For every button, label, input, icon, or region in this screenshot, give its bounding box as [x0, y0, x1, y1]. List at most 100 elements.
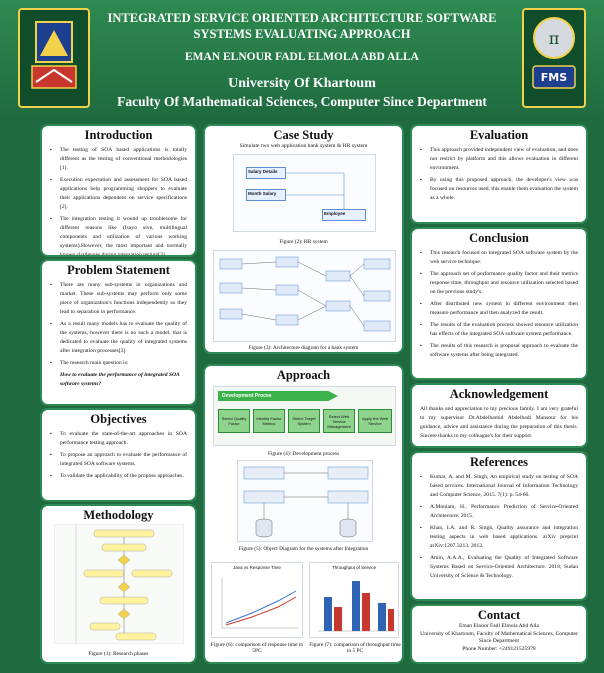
object-diagram [243, 466, 369, 538]
object-diagram-figure [237, 460, 373, 542]
problem-list: There are many sub-systems in organizati… [42, 278, 195, 368]
list-item: Khan, I.A. and R. Singh, Quality assuran… [420, 524, 578, 551]
development-process-figure: Development Proces Select Quality Factor… [213, 386, 396, 446]
references-title: References [469, 455, 529, 469]
bar [334, 607, 342, 631]
list-item: As a result many models has to evaluate … [50, 320, 187, 356]
hr-box-salary-details: Salary Details [246, 167, 286, 179]
methodology-title: Methodology [83, 508, 154, 522]
objectives-title: Objectives [90, 412, 147, 426]
hr-system-figure: Salary Details Month Salary Employee [233, 154, 376, 232]
bar [388, 609, 394, 631]
figure-7-caption: Figure (7): comparison of throughput tim… [309, 642, 401, 654]
list-item: This research focused on integrated SOA … [420, 249, 578, 267]
chart-6-title: Java vs Response Time [233, 565, 281, 570]
bar [378, 603, 386, 631]
objectives-list: To evaluate the state-of-the-art approac… [42, 427, 195, 481]
bar [362, 593, 370, 631]
university-crest-icon [31, 21, 77, 89]
contact-affiliation: University of Khartoum, Faculty of Mathe… [420, 630, 578, 645]
list-item: To evaluate the state-of-the-art approac… [50, 430, 187, 448]
acknowledgement-panel: Acknowledgement All thanks and appreciat… [410, 383, 588, 448]
list-item: There are many sub-systems in organizati… [50, 281, 187, 317]
introduction-title: Introduction [84, 128, 153, 142]
faculty-crest-icon: π FMS [532, 17, 576, 89]
contact-panel: Contact Eman Elnour Fadl Elmola Abd Alla… [410, 604, 588, 664]
list-item: The research main question is: [50, 359, 187, 368]
bar [324, 597, 332, 631]
list-item: The testing of SOA based applications is… [50, 146, 187, 173]
list-item: Kumar, A. and M. Singh, An empirical stu… [420, 473, 578, 500]
faculty-name: Faculty Of Mathematical Sciences, Comput… [117, 94, 487, 109]
references-list: Kumar, A. and M. Singh, An empirical stu… [412, 470, 586, 581]
response-time-plot [221, 578, 298, 629]
poster-header: π FMS INTEGRATED SERVICE ORIENTED ARCHIT… [0, 0, 604, 118]
evaluation-panel: Evaluation This approach provided indepe… [410, 124, 588, 224]
bank-architecture-diagram [219, 256, 391, 332]
methodology-panel: Methodology Figure (1): Research phases [40, 504, 197, 664]
response-time-line-a [225, 590, 297, 624]
throughput-chart: Throughput of Service [309, 562, 399, 638]
list-item: Execution expectation and assessment for… [50, 176, 187, 212]
list-item: The results of the evaluation process sh… [420, 321, 578, 339]
acknowledgement-text: All thanks and appreciation to my precio… [420, 406, 578, 439]
list-item: Amin, A.A.A., Evaluating the Quality of … [420, 554, 578, 581]
list-item: A.Moniam, H., Performance Prediction of … [420, 503, 578, 521]
contact-phone: Phone Number: +249121525978 [462, 645, 536, 652]
faculty-logo-right: π FMS [522, 8, 586, 108]
case-study-subtitle: Simulate two web application bank system… [239, 143, 368, 149]
contact-title: Contact [477, 608, 521, 622]
list-item: This approach provided independent view … [420, 146, 578, 173]
evaluation-list: This approach provided independent view … [412, 143, 586, 203]
references-panel: References Kumar, A. and M. Singh, An em… [410, 451, 588, 601]
faculty-logo-text: FMS [541, 71, 567, 84]
approach-title: Approach [276, 368, 331, 382]
evaluation-title: Evaluation [469, 128, 529, 142]
case-study-title: Case Study [273, 128, 334, 142]
process-header: Development Proces [218, 391, 338, 401]
case-study-panel: Case Study Simulate two web application … [203, 124, 404, 354]
acknowledgement-title: Acknowledgement [449, 387, 549, 401]
introduction-panel: Introduction The testing of SOA based ap… [40, 124, 197, 257]
introduction-list: The testing of SOA based applications is… [42, 143, 195, 255]
research-phases-diagram [54, 524, 184, 644]
conclusion-title: Conclusion [469, 231, 529, 245]
figure-3-caption: Figure (3): Architecture diagram for a b… [248, 345, 359, 351]
process-step: Identify Factor Metrics [253, 409, 285, 433]
response-time-line-b [225, 596, 297, 626]
process-step: Select Target System [288, 409, 320, 433]
research-question: How to evaluate the performance of integ… [60, 372, 180, 387]
chart-7-title: Throughput of Service [331, 565, 377, 570]
objectives-panel: Objectives To evaluate the state-of-the-… [40, 408, 197, 502]
list-item: The approach set of performance quality … [420, 270, 578, 297]
figure-2-caption: Figure (2): HR system [279, 239, 328, 245]
author-name: EMAN ELNOUR FADL ELMOLA ABD ALLA [185, 51, 419, 63]
approach-panel: Approach Development Proces Select Quali… [203, 364, 404, 664]
problem-statement-panel: Problem Statement There are many sub-sys… [40, 259, 197, 406]
figure-1-caption: Figure (1): Research phases [88, 651, 149, 657]
process-step: Apply the Web Service [358, 409, 392, 433]
bank-architecture-figure [213, 250, 396, 342]
figure-4-caption: Figure (4): Development process [267, 451, 340, 457]
problem-statement-title: Problem Statement [67, 263, 170, 277]
figure-5-caption: Figure (5): Object Diagram for the syste… [238, 546, 369, 552]
hr-connectors [286, 172, 345, 209]
svg-text:π: π [549, 29, 560, 48]
university-name: University Of Khartoum [228, 76, 376, 91]
hr-box-month-salary: Month Salary [246, 189, 286, 201]
conclusion-panel: Conclusion This research focused on inte… [410, 227, 588, 380]
university-logo-left [18, 8, 90, 108]
list-item: After distributed new system in differen… [420, 300, 578, 318]
hr-box-employee: Employee [322, 209, 366, 221]
figure-6-caption: Figure (6): comparison of response time … [210, 642, 304, 654]
list-item: To propose an approach to evaluate the p… [50, 451, 187, 469]
process-step: Select Quality Factor [218, 409, 250, 433]
response-time-chart: Java vs Response Time [211, 562, 303, 638]
conclusion-list: This research focused on integrated SOA … [412, 246, 586, 360]
contact-name: Eman Elnour Fadl Elmola Abd Alla [458, 623, 539, 629]
poster-title: INTEGRATED SERVICE ORIENTED ARCHITECTURE… [107, 11, 497, 41]
list-item: The integration testing it wound up trou… [50, 215, 187, 255]
bar [352, 581, 360, 631]
list-item: By using this proposed approach, the dev… [420, 176, 578, 203]
throughput-plot [318, 581, 396, 632]
